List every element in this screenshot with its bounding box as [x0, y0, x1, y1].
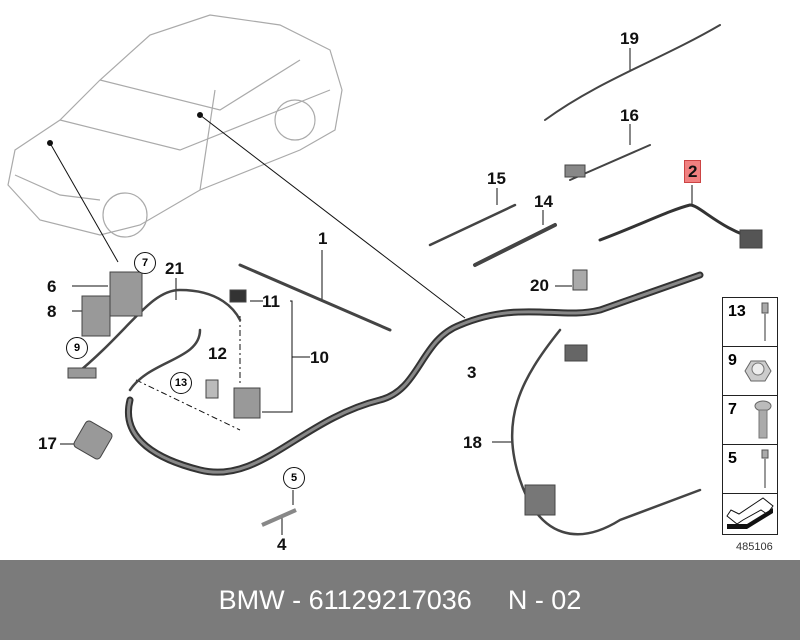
- callout-2-highlighted: 2: [684, 160, 702, 183]
- diagram-code: 485106: [736, 541, 773, 553]
- callout-10: 10: [310, 348, 329, 367]
- callout-18: 18: [463, 433, 482, 452]
- hardware-screw-7: 7: [722, 395, 778, 444]
- rivet-icon: [761, 302, 769, 341]
- grommet-20: [572, 269, 588, 291]
- connector-18: [524, 484, 556, 516]
- callout-12: 12: [208, 344, 227, 363]
- car-outline: [7, 14, 343, 238]
- screw-icon: [754, 400, 772, 439]
- callout-17: 17: [38, 434, 57, 453]
- part-11: [229, 289, 247, 303]
- callout-1: 1: [318, 229, 328, 248]
- plate-17: [73, 420, 113, 460]
- callout-15: 15: [487, 169, 506, 188]
- callout-20: 20: [530, 276, 549, 295]
- hardware-panel: 13 9 7 5: [722, 297, 778, 535]
- control-unit-6: [109, 271, 143, 317]
- callout-8: 8: [47, 302, 57, 321]
- callout-16: 16: [620, 106, 639, 125]
- clip-12: [205, 379, 219, 399]
- position-code: N - 02: [507, 584, 582, 615]
- callout-7: 7: [134, 252, 156, 274]
- callout-4: 4: [277, 535, 287, 554]
- callout-13: 13: [170, 372, 192, 394]
- part-number: BMW - 61129217036: [218, 584, 472, 615]
- callout-19: 19: [620, 29, 639, 48]
- hardware-rivet-5: 5: [722, 444, 778, 493]
- footer-bar: BMW - 61129217036 N - 02: [0, 560, 800, 640]
- strip-4: [261, 508, 297, 527]
- callout-5: 5: [283, 467, 305, 489]
- callout-6: 6: [47, 277, 57, 296]
- hardware-nut-9: 9: [722, 346, 778, 395]
- direction-arrow-icon: [726, 497, 774, 529]
- connector-21: [67, 367, 97, 379]
- nut-icon: [744, 360, 772, 382]
- callout-11: 11: [262, 292, 280, 311]
- components: [67, 164, 763, 527]
- callout-3: 3: [467, 363, 477, 382]
- callout-14: 14: [534, 192, 553, 211]
- hardware-rivet-13: 13: [722, 297, 778, 346]
- terminal-10: [233, 387, 261, 419]
- rivet-icon: [761, 449, 769, 488]
- parts-diagram: [7, 14, 763, 536]
- callout-21: 21: [165, 259, 184, 278]
- callout-9: 9: [66, 337, 88, 359]
- bracket-8: [81, 295, 111, 337]
- leader-lines: [47, 48, 693, 535]
- terminal-2: [739, 229, 763, 249]
- direction-arrow-box: [722, 493, 778, 535]
- wiring-harness: [73, 24, 762, 536]
- part-16: [564, 164, 586, 178]
